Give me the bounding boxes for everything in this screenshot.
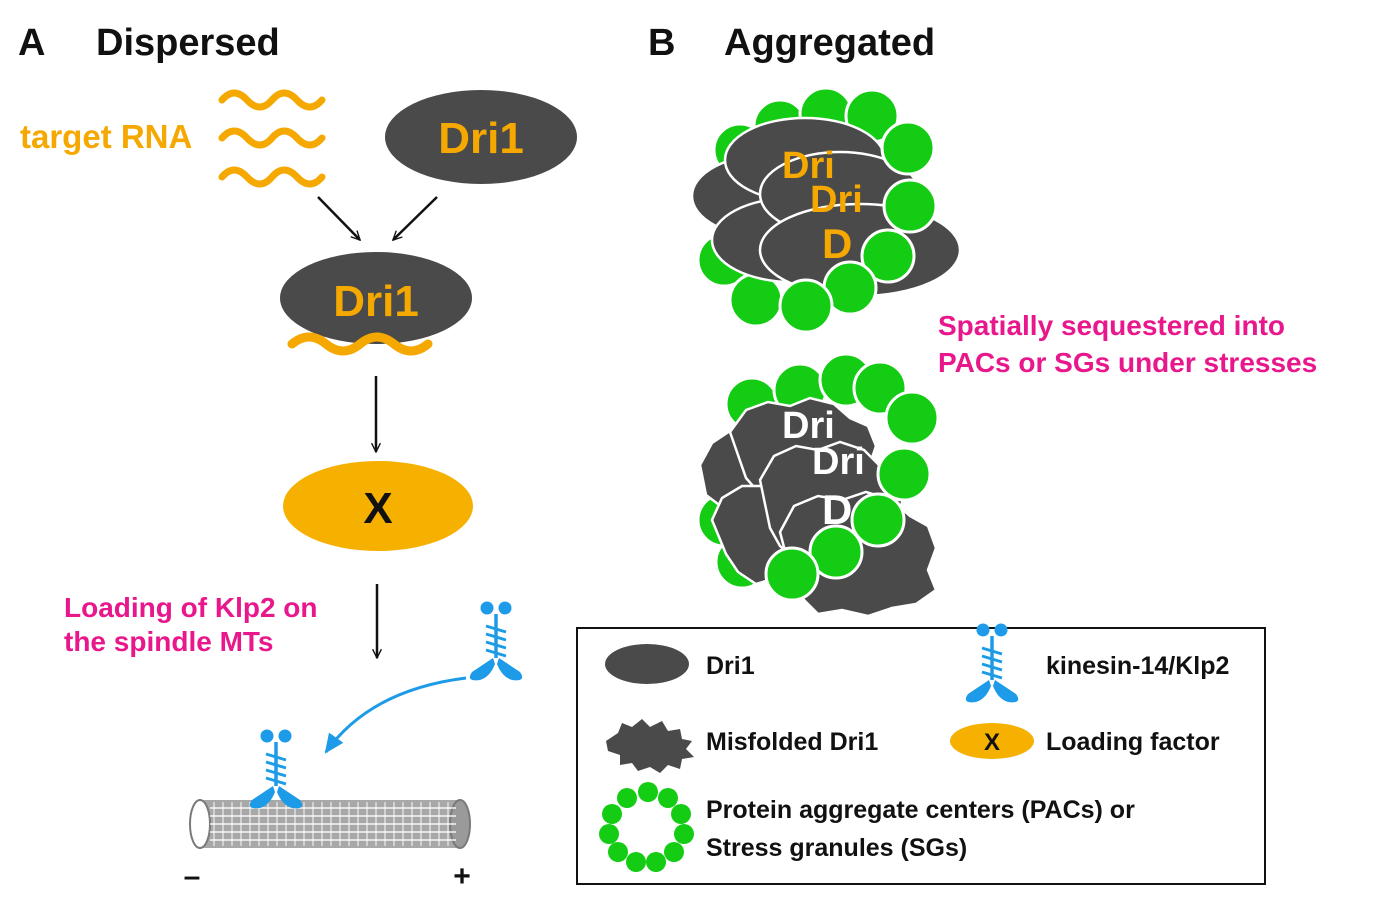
panel-a-letter: A — [18, 22, 45, 64]
panel-a-title: Dispersed — [96, 22, 280, 64]
dri1-protein — [385, 90, 577, 184]
kinesin-bound-icon — [248, 727, 304, 811]
mt-minus-end: – — [184, 860, 201, 893]
panel-b-title: Aggregated — [724, 22, 935, 64]
microtubule-icon — [189, 799, 471, 849]
legend-dri1-icon — [605, 644, 689, 684]
legend-pac-label-line2: Stress granules (SGs) — [706, 834, 967, 862]
target-rna-icon — [218, 89, 326, 188]
legend-dri1-label: Dri1 — [706, 652, 755, 680]
legend-misfolded-label: Misfolded Dri1 — [706, 728, 878, 756]
target-rna-label: target RNA — [20, 118, 192, 155]
mt-plus-end: + — [453, 860, 471, 893]
misfolded-dri1-aggregate: Dri Dri D — [696, 352, 940, 618]
misfolded-fragment-dri-a: Dri — [782, 405, 835, 447]
legend-loading-factor-label: Loading factor — [1046, 728, 1220, 756]
sequestered-text-line1: Spatially sequestered into — [938, 310, 1285, 341]
loading-text-line1: Loading of Klp2 on — [64, 592, 318, 623]
aggregate-fragment-dri-a: Dri — [782, 145, 835, 187]
legend-box: Dri1 kinesin-14/Klp2 Misfolded Dri1 X Lo… — [576, 621, 1266, 885]
legend-loading-factor-icon — [950, 723, 1034, 759]
kinesin-loading-arrow — [324, 676, 467, 754]
bound-rna-icon — [287, 332, 433, 356]
loading-factor-symbol: X — [363, 484, 392, 533]
aggregate-fragment-dri-b: Dri — [810, 179, 863, 221]
loading-factor — [283, 461, 473, 551]
legend-pac-icon — [599, 782, 694, 872]
legend-pac-label-line1: Protein aggregate centers (PACs) or — [706, 796, 1135, 824]
legend-kinesin-label: kinesin-14/Klp2 — [1046, 652, 1229, 680]
misfolded-fragment-dri-b: Dri — [812, 441, 865, 483]
dri1-aggregate: Dri Dri D — [690, 86, 962, 334]
aggregate-fragment-d: D — [822, 220, 852, 267]
sequestered-text-line2: PACs or SGs under stresses — [938, 347, 1317, 378]
legend-misfolded-icon — [606, 719, 694, 773]
arrow-dri1-to-complex — [393, 196, 438, 240]
kinesin-free-icon — [468, 599, 524, 683]
legend-loading-factor-symbol: X — [984, 729, 1000, 756]
loading-text-line2: the spindle MTs — [64, 626, 274, 657]
dri1-protein-label: Dri1 — [438, 114, 524, 163]
dri1-rna-complex-label: Dri1 — [333, 277, 419, 326]
panel-b-letter: B — [648, 22, 675, 64]
arrow-rna-to-complex — [317, 196, 360, 240]
dri1-rna-complex — [280, 252, 472, 344]
